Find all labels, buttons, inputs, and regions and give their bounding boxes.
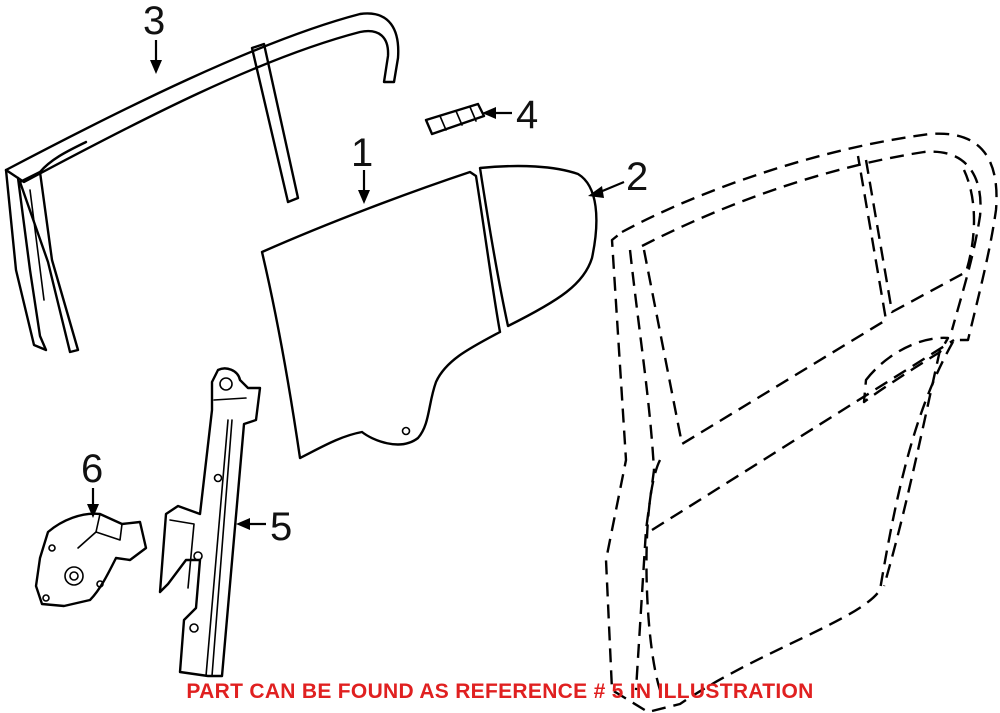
callout-4: 4 [516, 93, 538, 137]
callout-6: 6 [81, 447, 103, 491]
leader-lines [87, 40, 625, 530]
quarter-glass [478, 164, 598, 328]
callout-labels: 3 1 2 4 5 6 [81, 0, 648, 549]
callout-5: 5 [270, 505, 292, 549]
window-motor [34, 512, 148, 608]
reference-notice: PART CAN BE FOUND AS REFERENCE # 5 IN IL… [186, 680, 814, 703]
window-channel-frame [4, 12, 400, 354]
door-glass [260, 170, 502, 460]
small-trim-piece [424, 102, 486, 136]
callout-1: 1 [351, 131, 373, 175]
window-regulator [158, 367, 262, 678]
door-shell-outline [604, 132, 998, 713]
callout-2: 2 [626, 155, 648, 199]
callout-3: 3 [143, 0, 165, 43]
